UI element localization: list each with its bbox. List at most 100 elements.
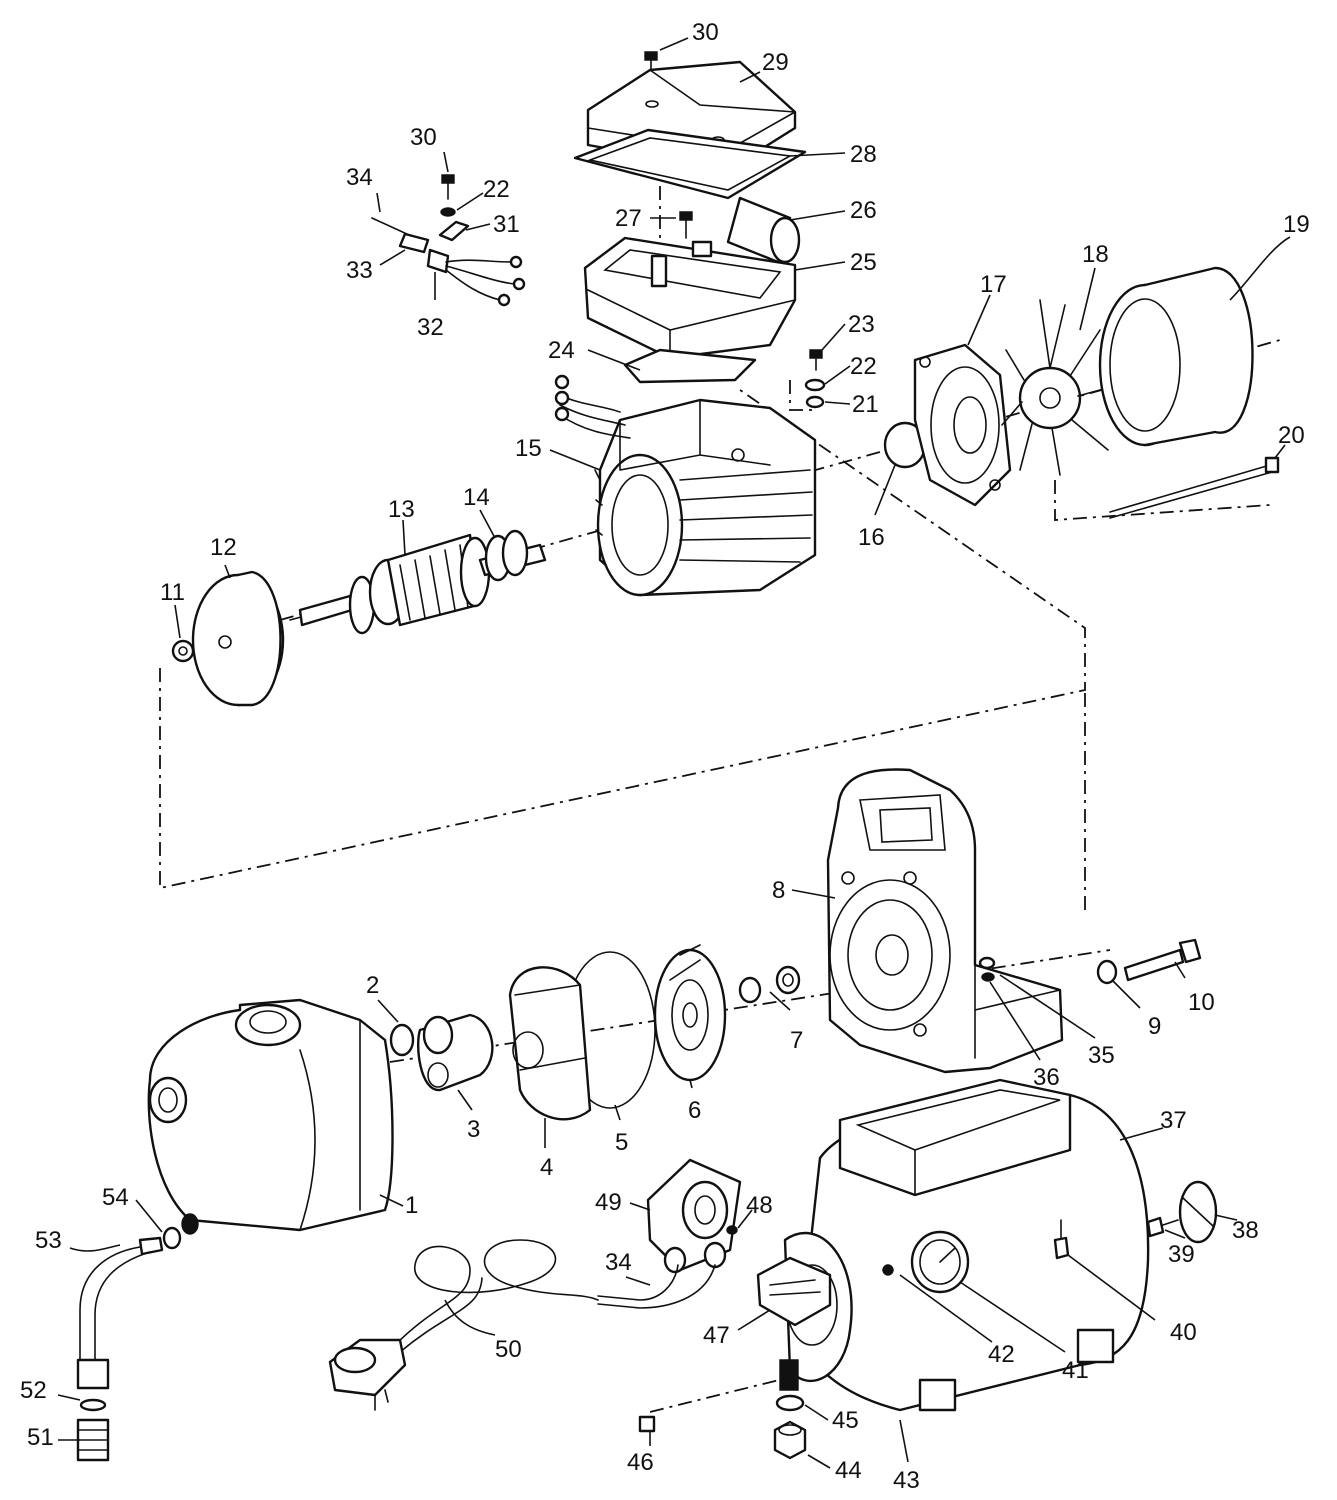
cap-38 [1178, 1180, 1218, 1244]
rear-end-shield-17 [913, 343, 1012, 507]
callout-42: 42 [988, 1341, 1015, 1368]
callout-50: 50 [495, 1336, 522, 1363]
ejector-3 [417, 1013, 494, 1092]
seal-7 [738, 965, 801, 1004]
callout-48: 48 [746, 1192, 773, 1219]
callout-22a: 22 [483, 176, 510, 203]
box-gasket-24 [623, 348, 757, 384]
wire-leads-32 [445, 255, 526, 307]
nut-21 [805, 395, 825, 409]
plug [328, 1338, 407, 1411]
fan-18 [1001, 299, 1119, 476]
screw-30-gland [440, 174, 456, 217]
callout-6: 6 [688, 1097, 701, 1124]
callout-15: 15 [515, 435, 542, 462]
callout-36: 36 [1033, 1064, 1060, 1091]
screw-27 [679, 211, 693, 239]
callout-3: 3 [467, 1116, 480, 1143]
callout-17: 17 [980, 271, 1007, 298]
callout-8: 8 [772, 877, 785, 904]
callout-27: 27 [615, 205, 642, 232]
impeller-6 [653, 944, 727, 1082]
washer-54 [162, 1226, 182, 1250]
fitting-45 [775, 1359, 805, 1412]
callout-9: 9 [1148, 1013, 1161, 1040]
callout-21: 21 [852, 391, 879, 418]
plug-46 [638, 1415, 656, 1433]
callout-41: 41 [1062, 1357, 1089, 1384]
callout-22b: 22 [850, 353, 877, 380]
callout-1: 1 [405, 1192, 418, 1219]
washers-35-36 [978, 956, 996, 982]
callout-2: 2 [366, 972, 379, 999]
hose-53 [79, 1236, 164, 1361]
bearing-14 [484, 529, 529, 582]
callout-34b: 34 [605, 1249, 632, 1276]
gauge-41 [910, 1230, 970, 1294]
callout-10: 10 [1188, 989, 1215, 1016]
callout-37: 37 [1160, 1107, 1187, 1134]
callout-14: 14 [463, 484, 490, 511]
washer-22 [804, 378, 826, 392]
callout-23: 23 [848, 311, 875, 338]
callout-19: 19 [1283, 211, 1310, 238]
callout-34a: 34 [346, 164, 373, 191]
callout-54: 54 [102, 1184, 129, 1211]
capacitor-26 [726, 196, 801, 264]
callout-28: 28 [850, 141, 877, 168]
washer-9 [1096, 959, 1118, 985]
callout-29: 29 [762, 49, 789, 76]
callout-44: 44 [835, 1457, 862, 1484]
leader-lines [57, 37, 1291, 1469]
diffuser-4 [508, 966, 592, 1121]
nut-44 [773, 1420, 807, 1460]
callout-52: 52 [20, 1377, 47, 1404]
pressure-tank-37 [798, 1078, 1150, 1412]
callout-51: 51 [27, 1424, 54, 1451]
callout-25: 25 [850, 249, 877, 276]
pressure-switch-cap-49 [646, 1158, 742, 1274]
front-end-shield-12 [191, 570, 285, 707]
pump-casing-1 [147, 998, 394, 1235]
callout-5: 5 [615, 1129, 628, 1156]
callout-49: 49 [595, 1189, 622, 1216]
callout-40: 40 [1170, 1319, 1197, 1346]
pump-bracket-8 [826, 768, 1064, 1074]
o-ring-2 [389, 1023, 415, 1057]
callout-20: 20 [1278, 422, 1305, 449]
callout-13: 13 [388, 496, 415, 523]
callout-33: 33 [346, 257, 373, 284]
callout-53: 53 [35, 1227, 62, 1254]
clamp-31 [438, 220, 470, 242]
callout-12: 12 [210, 534, 237, 561]
callout-46: 46 [627, 1449, 654, 1476]
bolt-10 [1123, 938, 1202, 982]
callout-45: 45 [832, 1407, 859, 1434]
screw-23 [809, 349, 823, 371]
callout-43: 43 [893, 1467, 920, 1494]
screw-48 [726, 1225, 738, 1235]
callout-18: 18 [1082, 241, 1109, 268]
callout-38: 38 [1232, 1217, 1259, 1244]
callout-32: 32 [417, 314, 444, 341]
power-cable-50 [394, 1239, 716, 1353]
cable-33-34 [371, 217, 450, 274]
washer-11 [171, 639, 195, 663]
callout-11: 11 [160, 579, 185, 606]
callout-26: 26 [850, 197, 877, 224]
callout-47: 47 [703, 1322, 730, 1349]
washer-42 [882, 1264, 894, 1276]
motor-housing-15 [554, 374, 817, 597]
callout-4: 4 [540, 1154, 553, 1181]
callout-31: 31 [493, 211, 520, 238]
tie-rod-20 [1109, 456, 1280, 519]
terminal-box-25 [583, 236, 797, 360]
valve-39 [1146, 1216, 1179, 1238]
adapter-52 [76, 1358, 110, 1412]
callout-35: 35 [1088, 1042, 1115, 1069]
callout-30b: 30 [410, 124, 437, 151]
callout-24: 24 [548, 337, 575, 364]
fan-cover-19 [1098, 266, 1254, 447]
